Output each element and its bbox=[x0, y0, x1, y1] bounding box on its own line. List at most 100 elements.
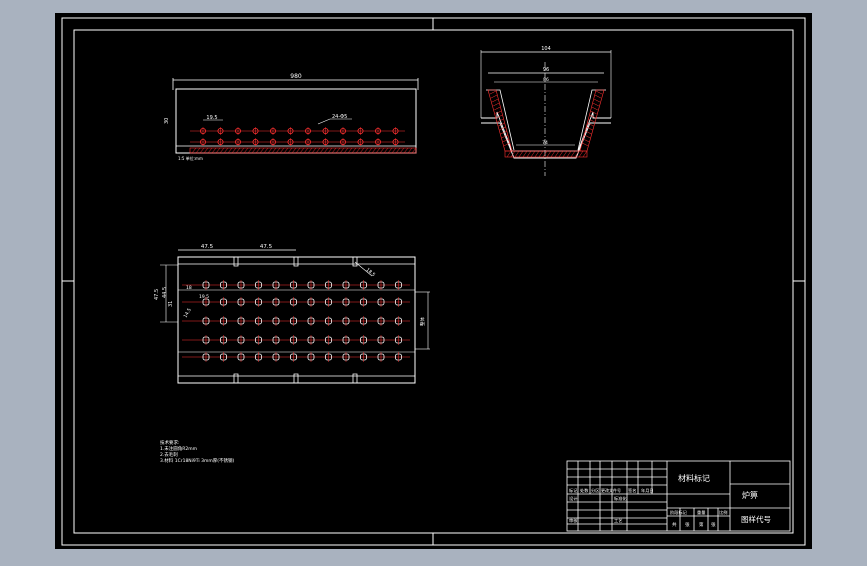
top-height-dim: 30 bbox=[164, 118, 170, 124]
note-line-3: 2.去毛刺 bbox=[160, 451, 178, 458]
hatch-line bbox=[243, 147, 249, 154]
technical-notes: 技术要求: 1.未注圆角R2mm 2.去毛刺 3.材料 1Cr18Ni9Ti 3… bbox=[160, 439, 234, 464]
centering-marks bbox=[62, 18, 805, 545]
hatch-line bbox=[199, 147, 205, 154]
plan-notch-top bbox=[233, 257, 239, 267]
hatch-line bbox=[323, 147, 329, 154]
hatch-line bbox=[191, 147, 197, 154]
hatch-line bbox=[582, 142, 589, 147]
note-line-4: 3.材料 1Cr18Ni9Ti 3mm厚(不锈钢) bbox=[160, 457, 234, 464]
plan-dim-c: 18.5 bbox=[365, 267, 377, 278]
hatch-line bbox=[591, 106, 598, 111]
hatch-line bbox=[247, 147, 253, 154]
hatch-line bbox=[526, 150, 532, 158]
hatch-line bbox=[259, 147, 265, 154]
tb-sheet-label-1: 共 bbox=[672, 521, 677, 528]
hatch-line bbox=[558, 150, 564, 158]
hatch-line bbox=[582, 150, 588, 158]
hatch-line bbox=[490, 94, 498, 99]
tb-sheet-label-2: 张 bbox=[685, 521, 690, 528]
hatch-line bbox=[534, 150, 540, 158]
plan-right-dim: 整体 bbox=[419, 317, 426, 326]
hatch-line bbox=[327, 147, 333, 154]
hatch-line bbox=[510, 150, 516, 158]
hatch-line bbox=[554, 150, 560, 158]
hatch-line bbox=[493, 102, 500, 107]
hatch-line bbox=[590, 110, 597, 115]
top-view-holes bbox=[190, 127, 405, 146]
hatch-line bbox=[211, 147, 217, 154]
hatch-line bbox=[583, 138, 590, 143]
plan-small-dim-3: 19.5 bbox=[199, 294, 209, 300]
hatch-line bbox=[279, 147, 285, 154]
hatch-line bbox=[403, 147, 409, 154]
hatch-line bbox=[391, 147, 397, 154]
tb-sheet-label-3: 第 bbox=[699, 521, 704, 528]
hatch-line bbox=[494, 106, 501, 111]
hatch-line bbox=[351, 147, 357, 154]
hatch-line bbox=[530, 150, 536, 158]
hatch-line bbox=[592, 102, 599, 107]
hatch-line bbox=[595, 90, 603, 95]
hatch-line bbox=[497, 118, 504, 123]
hatch-line bbox=[255, 147, 261, 154]
hatch-line bbox=[501, 134, 508, 139]
hatch-line bbox=[495, 110, 502, 115]
hatch-line bbox=[383, 147, 389, 154]
hatch-line bbox=[502, 138, 509, 143]
hatch-line bbox=[588, 118, 595, 123]
plan-notch-bottom bbox=[293, 373, 299, 383]
hatch-line bbox=[251, 147, 257, 154]
hatch-line bbox=[367, 147, 373, 154]
plan-notch-top bbox=[352, 257, 358, 267]
title-block bbox=[566, 460, 791, 532]
plan-left-dim-3: 31 bbox=[168, 301, 174, 307]
tb-row-label-3: 分区 bbox=[591, 487, 599, 494]
hatch-line bbox=[584, 134, 591, 139]
hatch-line bbox=[585, 130, 592, 135]
part-name: 炉箅 bbox=[742, 490, 758, 500]
hatch-line bbox=[589, 114, 596, 119]
hatch-line bbox=[570, 150, 576, 158]
hatch-line bbox=[307, 147, 313, 154]
plan-notch-bottom bbox=[233, 373, 239, 383]
hatch-line bbox=[492, 98, 499, 103]
top-pitch-dim: 19.5 bbox=[206, 115, 217, 121]
hatch-line bbox=[587, 122, 594, 127]
note-line-1: 技术要求: bbox=[160, 439, 180, 446]
section-bottom-dim: 74 bbox=[542, 140, 548, 146]
material-label: 材料标记 bbox=[678, 473, 710, 483]
hatch-line bbox=[411, 147, 417, 154]
hatch-line bbox=[339, 147, 345, 154]
hatch-line bbox=[239, 147, 245, 154]
tb-row-label-6: 年月日 bbox=[641, 487, 654, 494]
hatch-line bbox=[375, 147, 381, 154]
hatch-line bbox=[295, 147, 301, 154]
hatch-line bbox=[506, 150, 512, 158]
hatch-line bbox=[303, 147, 309, 154]
hatch-line bbox=[319, 147, 325, 154]
section-mid-dim: 96 bbox=[543, 67, 549, 73]
hatch-line bbox=[503, 142, 510, 147]
hatch-line bbox=[498, 122, 505, 127]
drawing-no-label: 图样代号 bbox=[741, 514, 771, 524]
hatch-line bbox=[207, 147, 213, 154]
tb-review-label: 审核 bbox=[569, 517, 578, 524]
hatch-line bbox=[275, 147, 281, 154]
hatch-line bbox=[399, 147, 405, 154]
hatch-line bbox=[499, 126, 506, 131]
hatch-line bbox=[195, 147, 201, 154]
hatch-line bbox=[267, 147, 273, 154]
section-view: 104 96 86 74 bbox=[480, 46, 612, 176]
plan-left-dim-1: 47.5 bbox=[154, 289, 160, 300]
hatch-line bbox=[355, 147, 361, 154]
hatch-line bbox=[271, 147, 277, 154]
hatch-line bbox=[594, 94, 602, 99]
title-block-text: 材料标记 炉箅 图样代号 标记 处数 分区 更改文件号 签名 年月日 设计 标准… bbox=[569, 473, 771, 528]
hatch-line bbox=[578, 150, 584, 158]
tb-row-label-1: 标记 bbox=[569, 487, 578, 494]
plan-left-dim-2: 44.5 bbox=[162, 287, 168, 298]
plan-dim-a: 47.5 bbox=[201, 244, 214, 250]
